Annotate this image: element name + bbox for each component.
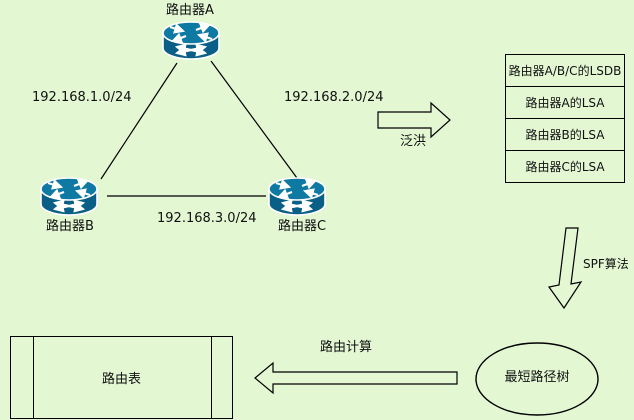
routing-table-label: 路由表 bbox=[101, 372, 141, 387]
lsdb-row-header: 路由器A/B/C的LSDB bbox=[505, 54, 625, 87]
router-a-icon bbox=[159, 18, 223, 64]
router-b-icon bbox=[37, 174, 101, 220]
routing-table-box: 路由表 bbox=[10, 336, 233, 419]
route-calc-arrow-shape bbox=[254, 361, 458, 395]
flooding-arrow-shape bbox=[377, 101, 451, 139]
link-a-b-line bbox=[100, 62, 178, 180]
routing-table-right-divider bbox=[211, 337, 212, 418]
routing-table-left-divider bbox=[33, 337, 34, 418]
lsdb-table: 路由器A/B/C的LSDB 路由器A的LSA 路由器B的LSA 路由器C的LSA bbox=[505, 54, 625, 183]
spf-arrow-shape bbox=[547, 227, 583, 310]
lsdb-row-lsa-a: 路由器A的LSA bbox=[505, 86, 625, 119]
shortest-path-tree-ellipse bbox=[475, 342, 599, 416]
router-c-icon bbox=[265, 174, 329, 220]
lsdb-row-lsa-c: 路由器C的LSA bbox=[505, 150, 625, 183]
router-b-label: 路由器B bbox=[46, 219, 94, 234]
network-2-label: 192.168.2.0/24 bbox=[284, 90, 384, 105]
shortest-path-tree-label: 最短路径树 bbox=[504, 370, 570, 385]
lsdb-row-lsa-b: 路由器B的LSA bbox=[505, 118, 625, 151]
network-1-label: 192.168.1.0/24 bbox=[32, 90, 132, 105]
router-a-label: 路由器A bbox=[166, 3, 214, 18]
link-a-c-line bbox=[210, 60, 298, 179]
router-c-label: 路由器C bbox=[277, 219, 327, 234]
network-3-label: 192.168.3.0/24 bbox=[157, 211, 257, 226]
route-calculation-label: 路由计算 bbox=[319, 340, 372, 355]
spf-algorithm-label: SPF算法 bbox=[583, 257, 629, 271]
flooding-label: 泛洪 bbox=[399, 134, 426, 149]
